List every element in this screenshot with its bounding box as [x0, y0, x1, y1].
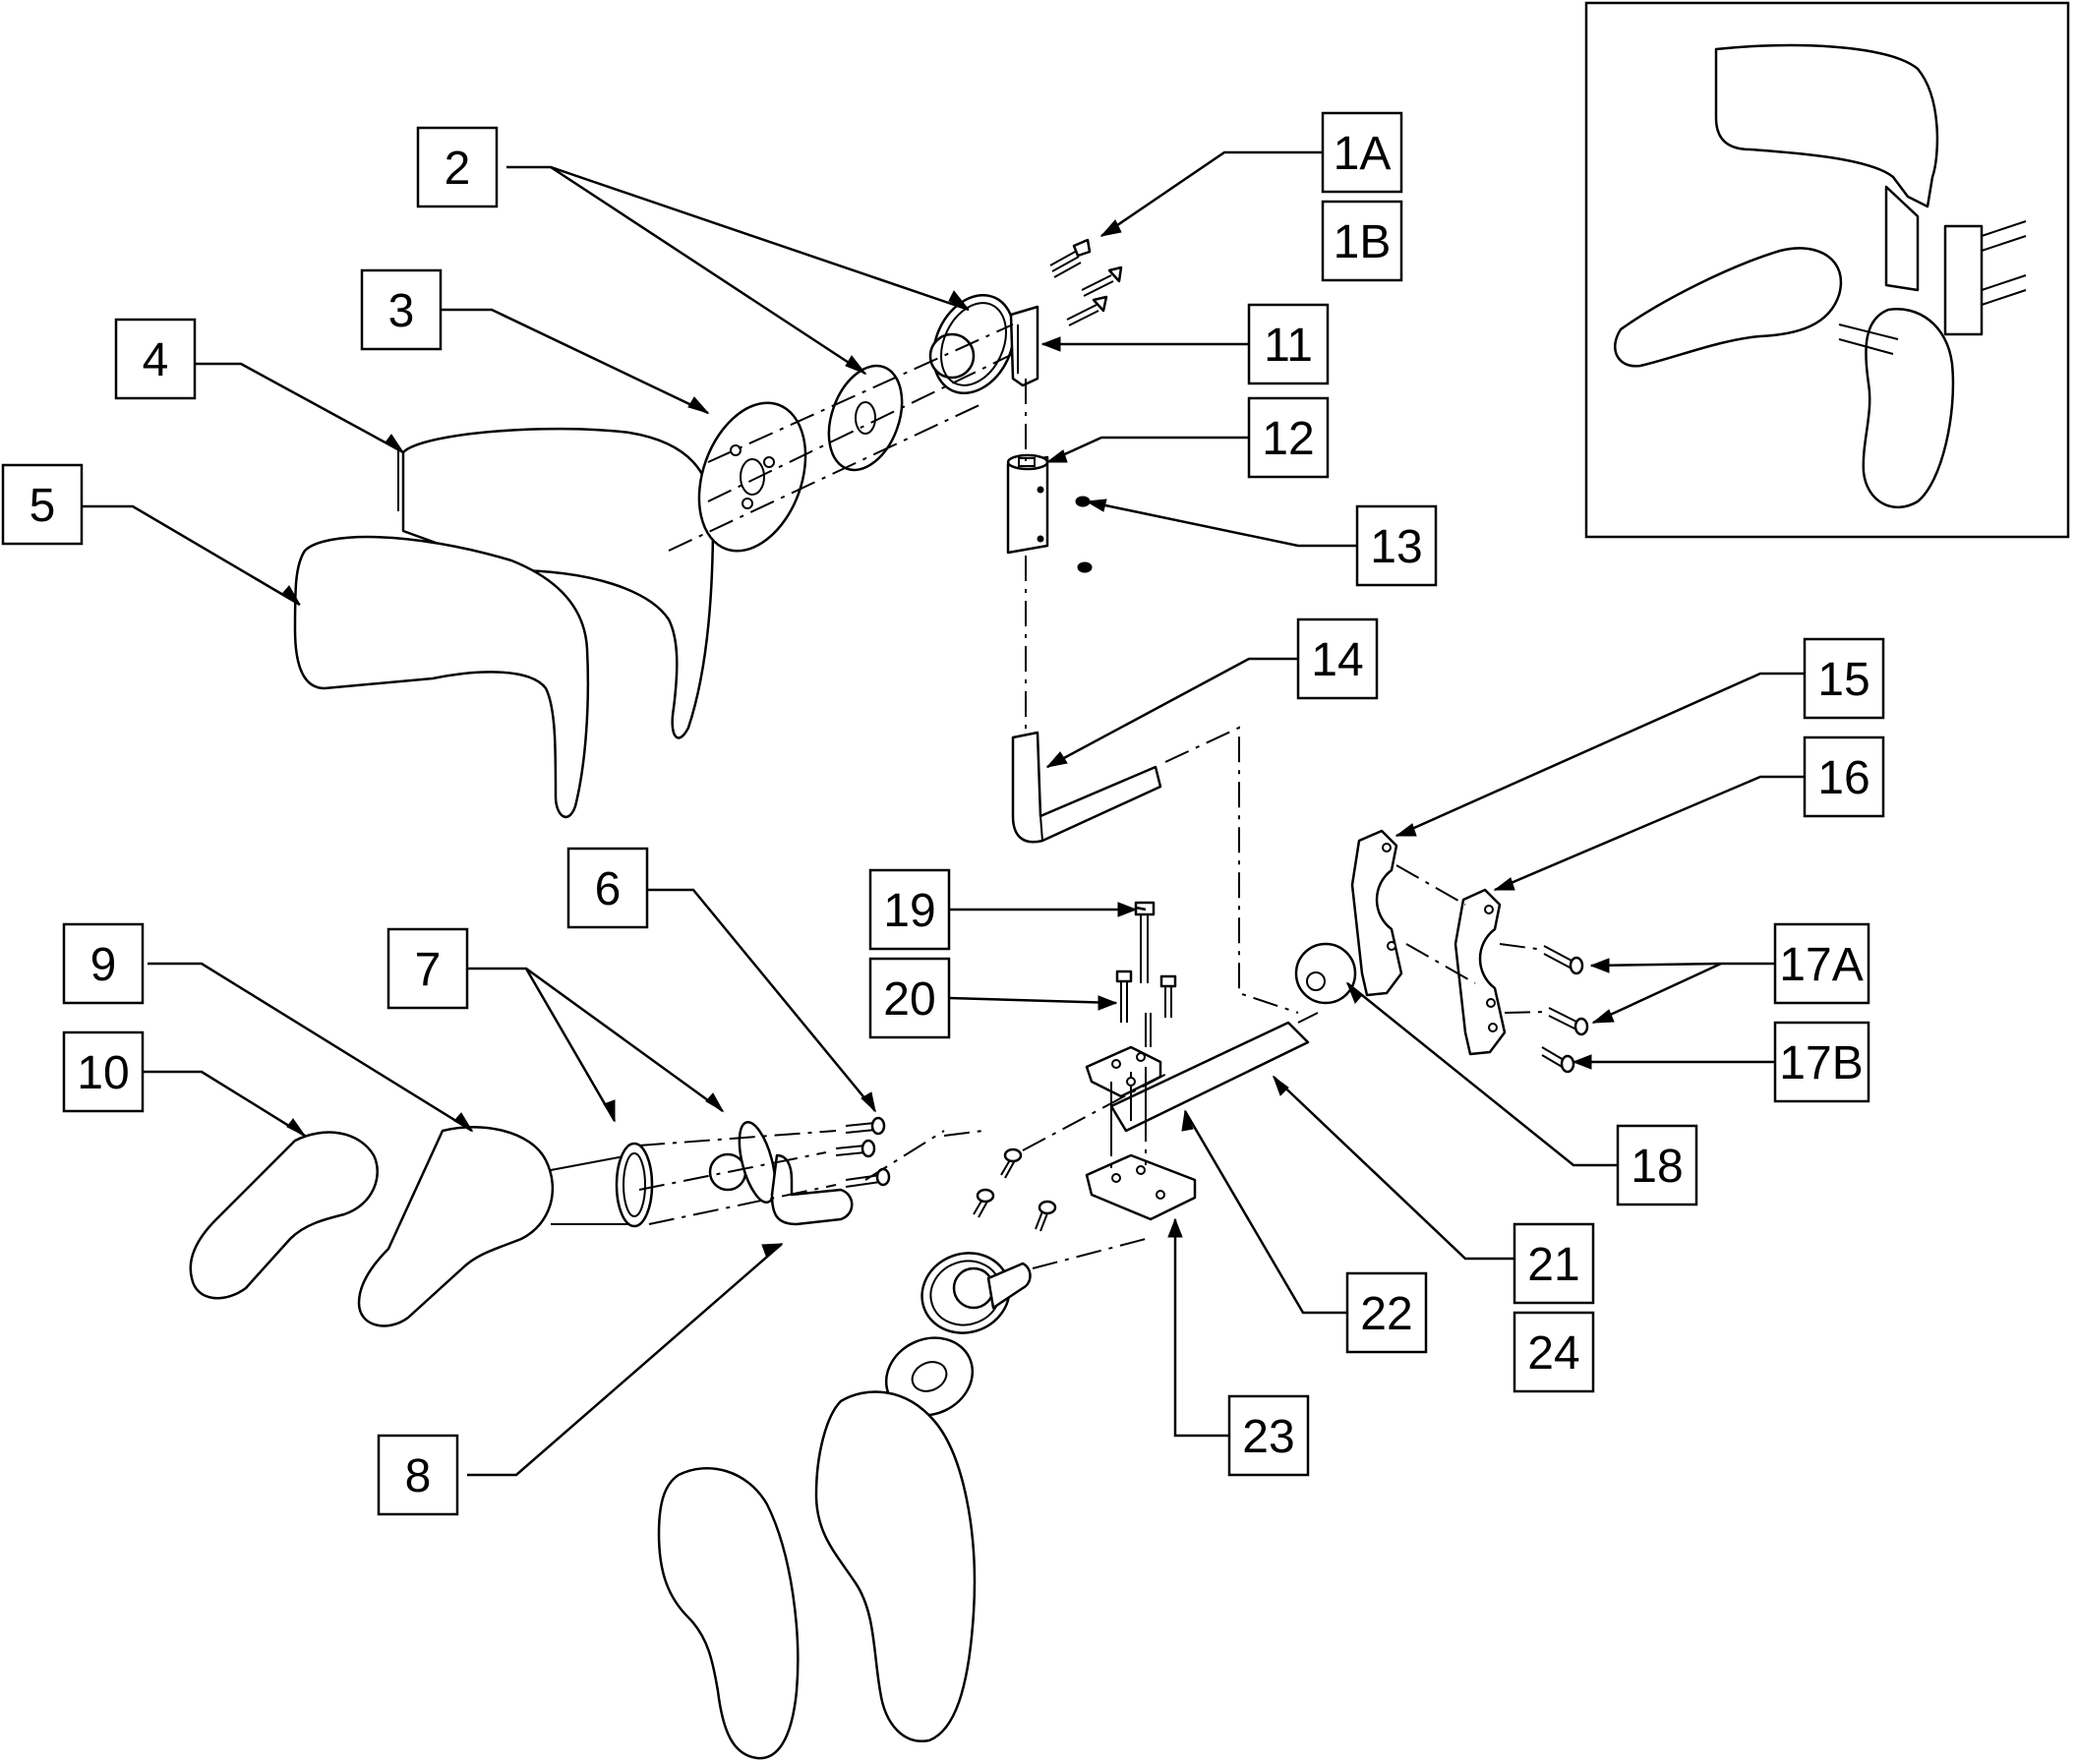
callout-label-3: 3 [388, 285, 415, 337]
screws-1 [1049, 238, 1123, 326]
callout-18: 18 [1616, 1124, 1698, 1206]
callout-label-11: 11 [1264, 320, 1313, 372]
callout-label-13: 13 [1370, 521, 1422, 573]
callout-15: 15 [1803, 637, 1885, 720]
ball-18 [1294, 942, 1357, 1005]
callout-20: 20 [868, 957, 951, 1039]
clamp-15 [1350, 829, 1403, 997]
callout-1B: 1B [1321, 200, 1403, 282]
assembled-view-inset [1584, 1, 2070, 539]
bracket-8 [770, 1153, 854, 1226]
callout-label-15: 15 [1817, 654, 1869, 706]
clamp-block-11 [1009, 305, 1039, 387]
callout-label-23: 23 [1242, 1411, 1294, 1463]
callout-label-8: 8 [405, 1450, 432, 1502]
screw-6a [870, 1116, 886, 1136]
ring-7a [615, 1142, 654, 1228]
lateral-pad-lower-left [657, 1467, 800, 1760]
screws-17 [1541, 945, 1589, 1074]
callout-label-7: 7 [415, 944, 442, 996]
lateral-pad-lower-right [814, 1390, 977, 1743]
bracket-23 [1085, 1153, 1197, 1221]
callout-label-12: 12 [1262, 413, 1314, 465]
callout-label-21: 21 [1527, 1239, 1579, 1291]
callout-21: 21 [1513, 1222, 1595, 1305]
callout-23: 23 [1227, 1394, 1310, 1477]
callout-6: 6 [566, 847, 649, 929]
callout-10: 10 [62, 1030, 145, 1113]
bar-21 [1109, 1021, 1310, 1133]
callout-17B: 17B [1773, 1021, 1870, 1103]
callout-24: 24 [1513, 1311, 1595, 1393]
callout-16: 16 [1803, 735, 1885, 818]
headrest-pad-5 [293, 535, 590, 819]
callout-7: 7 [386, 927, 469, 1010]
callout-label-1A: 1A [1334, 128, 1392, 180]
callout-label-22: 22 [1360, 1288, 1412, 1340]
leader-lines [62, 150, 1805, 1477]
callout-label-17B: 17B [1779, 1037, 1863, 1089]
callout-14: 14 [1296, 617, 1379, 700]
callout-label-5: 5 [30, 480, 56, 532]
callout-13: 13 [1355, 504, 1438, 587]
callout-label-4: 4 [143, 334, 169, 386]
callout-label-18: 18 [1631, 1141, 1683, 1193]
callout-label-20: 20 [883, 973, 935, 1026]
callout-1A: 1A [1321, 111, 1403, 194]
callout-label-17A: 17A [1779, 939, 1863, 991]
l-bracket-14 [1011, 731, 1162, 844]
callout-19: 19 [868, 868, 951, 951]
lateral-pad-10 [189, 1131, 379, 1300]
callout-label-9: 9 [90, 939, 117, 991]
arrowheads [281, 219, 1615, 1257]
callout-3: 3 [360, 268, 443, 351]
callout-label-10: 10 [77, 1047, 129, 1099]
clamp-16 [1454, 888, 1507, 1056]
screws-19-20 [1115, 901, 1177, 1047]
callout-11: 11 [1247, 303, 1330, 385]
callout-label-19: 19 [883, 885, 935, 937]
callout-5: 5 [1, 463, 84, 546]
screw-6b [860, 1139, 876, 1158]
callout-label-2: 2 [445, 143, 471, 195]
callout-label-1B: 1B [1334, 216, 1392, 268]
callout-2: 2 [416, 126, 499, 208]
callout-4: 4 [114, 318, 197, 400]
ring-7b [738, 1120, 777, 1205]
lateral-pad-9 [357, 1126, 555, 1327]
callout-9: 9 [62, 922, 145, 1005]
callout-12: 12 [1247, 396, 1330, 479]
set-screw-13b [1077, 561, 1093, 573]
callout-17A: 17A [1773, 922, 1870, 1005]
callout-label-24: 24 [1527, 1327, 1579, 1380]
callout-8: 8 [377, 1434, 459, 1516]
callout-label-14: 14 [1311, 634, 1363, 686]
callout-label-16: 16 [1817, 752, 1869, 804]
callout-label-6: 6 [595, 863, 622, 915]
headrest-pad-4 [401, 427, 715, 739]
callout-22: 22 [1345, 1271, 1428, 1354]
